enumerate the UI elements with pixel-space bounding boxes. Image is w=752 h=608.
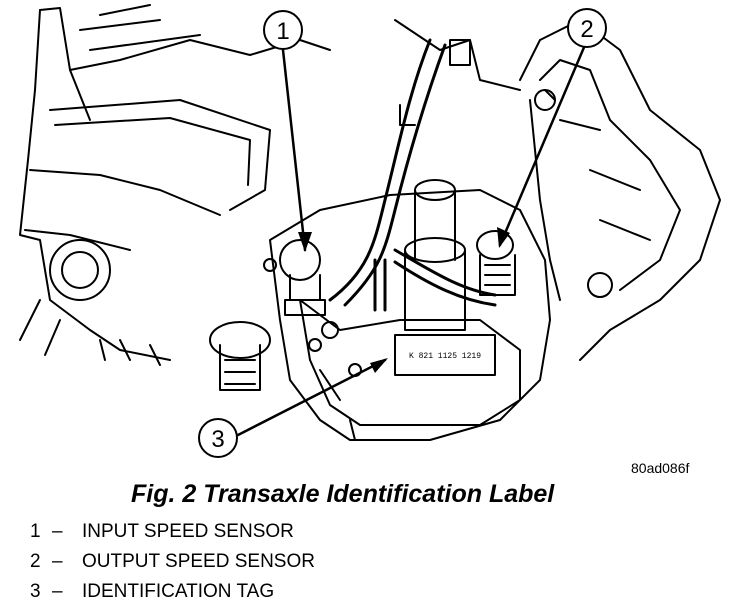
leader-arrowheads — [298, 227, 510, 373]
callout-number-1: 1 — [276, 18, 289, 45]
legend-number: 1 — [30, 521, 41, 542]
callout-circle-2 — [567, 8, 607, 48]
output-shaft — [209, 321, 271, 391]
legend-dash: – — [52, 581, 63, 602]
legend-item: 2–OUTPUT SPEED SENSOR — [30, 551, 315, 573]
callout-number-2: 2 — [580, 16, 593, 43]
arrowhead-3 — [370, 358, 388, 373]
callout-circle-3 — [198, 418, 238, 458]
legend-item: 3–IDENTIFICATION TAG — [30, 581, 274, 603]
legend-label: INPUT SPEED SENSOR — [82, 521, 294, 542]
callout-number-3: 3 — [211, 426, 224, 453]
input-speed-sensor — [263, 239, 326, 316]
figure-caption: Fig. 2 Transaxle Identification Label — [131, 480, 555, 508]
output-speed-sensor — [476, 230, 516, 296]
legend-label: IDENTIFICATION TAG — [82, 581, 275, 602]
leader-line-3 — [236, 358, 387, 437]
legend-dash: – — [52, 521, 63, 542]
wiring-harness — [328, 38, 497, 312]
image-reference-code: 80ad086f — [631, 460, 690, 476]
legend-label: OUTPUT SPEED SENSOR — [82, 551, 315, 572]
transaxle-illustration: 1 2 3 K 821 1125 1219 — [19, 4, 721, 458]
legend-number: 3 — [30, 581, 41, 602]
identification-tag-text: K 821 1125 1219 — [409, 352, 481, 361]
arrowhead-2 — [497, 227, 510, 248]
arrowhead-1 — [298, 232, 312, 252]
legend-item: 1–INPUT SPEED SENSOR — [30, 521, 294, 543]
legend-number: 2 — [30, 551, 41, 572]
leader-line-1 — [281, 48, 307, 252]
valve-body-cover — [269, 189, 551, 441]
filter-neck — [404, 179, 466, 331]
callout-leaders — [236, 43, 587, 437]
transaxle-housing — [19, 4, 331, 366]
callout-circle-1 — [263, 10, 303, 50]
right-housing — [519, 19, 721, 361]
leader-line-2 — [498, 43, 587, 247]
legend-dash: – — [52, 551, 63, 572]
